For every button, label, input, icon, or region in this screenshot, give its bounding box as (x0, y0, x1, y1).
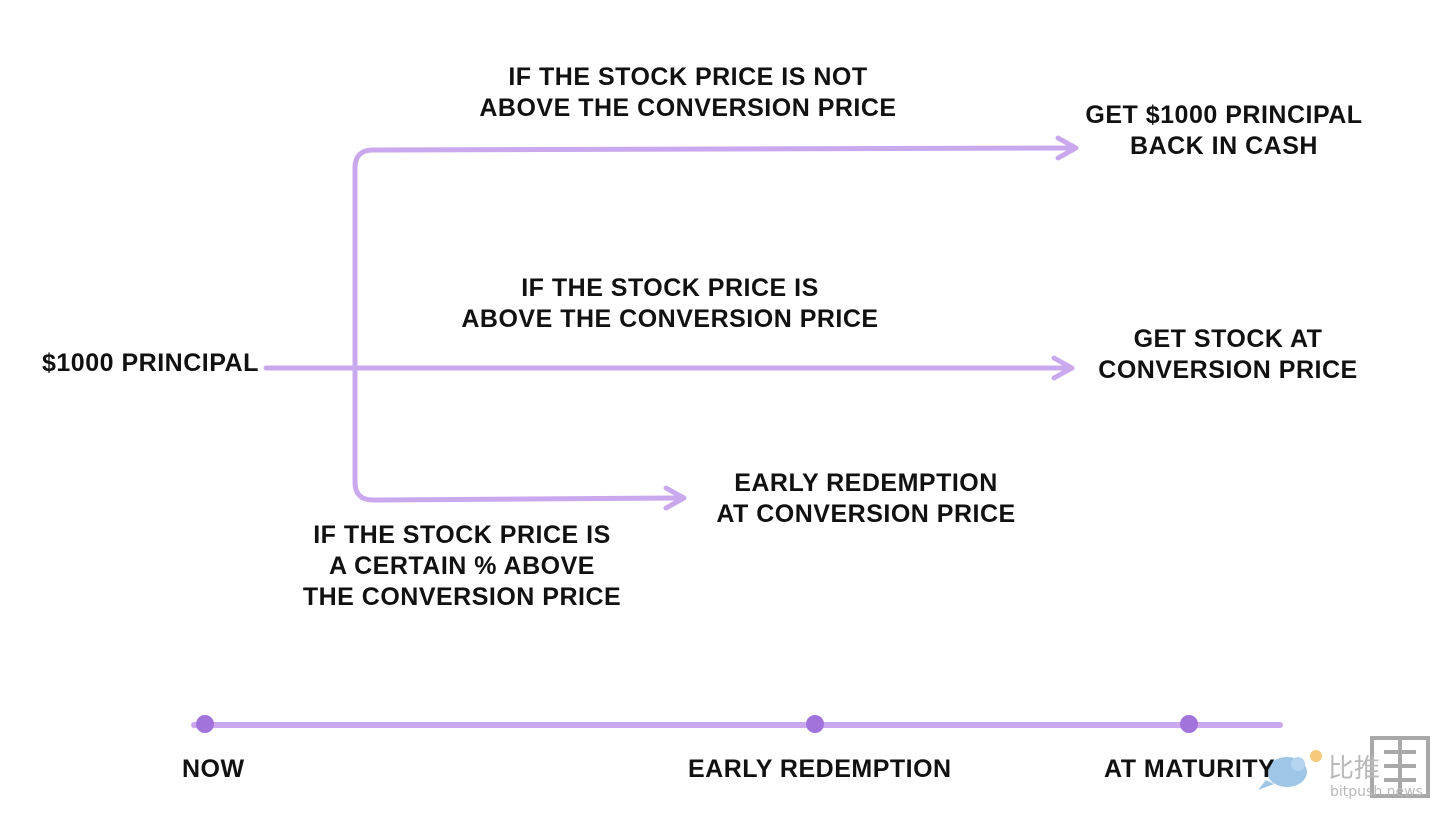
bird-logo-icon (1258, 750, 1322, 790)
top-outcome-line-1: GET $1000 PRINCIPAL (1085, 101, 1363, 129)
middle-outcome-line-1: GET STOCK AT (1133, 325, 1323, 353)
start-node-label: $1000 PRINCIPAL (42, 348, 259, 379)
middle-branch-condition: IF THE STOCK PRICE IS ABOVE THE CONVERSI… (450, 273, 890, 335)
middle-condition-line-2: ABOVE THE CONVERSION PRICE (461, 305, 879, 333)
timeline-dot-now (196, 715, 214, 733)
bottom-branch-outcome: EARLY REDEMPTION AT CONVERSION PRICE (704, 468, 1028, 530)
top-branch-condition: IF THE STOCK PRICE IS NOT ABOVE THE CONV… (468, 62, 908, 124)
top-branch-head (1055, 135, 1079, 161)
watermark-brand: 比推 (1328, 754, 1381, 784)
middle-branch-outcome: GET STOCK AT CONVERSION PRICE (1090, 324, 1366, 386)
main-arrow-head (1051, 355, 1075, 381)
top-condition-line-1: IF THE STOCK PRICE IS NOT (508, 63, 868, 91)
bottom-outcome-line-1: EARLY REDEMPTION (734, 469, 998, 497)
bottom-branch-line (352, 365, 685, 503)
start-node-text: $1000 PRINCIPAL (42, 349, 259, 377)
timeline-label-now: NOW (182, 755, 245, 783)
top-outcome-line-2: BACK IN CASH (1130, 132, 1318, 160)
bottom-branch-head (663, 485, 687, 511)
timeline-dot-early-redemption (806, 715, 824, 733)
watermark-sub: bitpush.news (1330, 784, 1423, 800)
top-condition-line-2: ABOVE THE CONVERSION PRICE (479, 94, 897, 122)
bottom-condition-line-3: THE CONVERSION PRICE (302, 583, 622, 611)
top-branch-line (352, 145, 1077, 371)
timeline-dot-maturity (1180, 715, 1198, 733)
timeline-label-at-maturity: AT MATURITY (1104, 755, 1276, 783)
top-branch-outcome: GET $1000 PRINCIPAL BACK IN CASH (1084, 100, 1364, 162)
bottom-outcome-line-2: AT CONVERSION PRICE (716, 500, 1016, 528)
middle-condition-line-1: IF THE STOCK PRICE IS (521, 274, 819, 302)
bottom-condition-line-2: A CERTAIN % ABOVE (329, 552, 595, 580)
bottom-condition-line-1: IF THE STOCK PRICE IS (313, 521, 611, 549)
bottom-branch-condition: IF THE STOCK PRICE IS A CERTAIN % ABOVE … (292, 520, 632, 613)
middle-outcome-line-2: CONVERSION PRICE (1098, 356, 1358, 384)
timeline-label-early-redemption: EARLY REDEMPTION (688, 755, 952, 783)
brand-stamp-icon (1370, 736, 1430, 798)
